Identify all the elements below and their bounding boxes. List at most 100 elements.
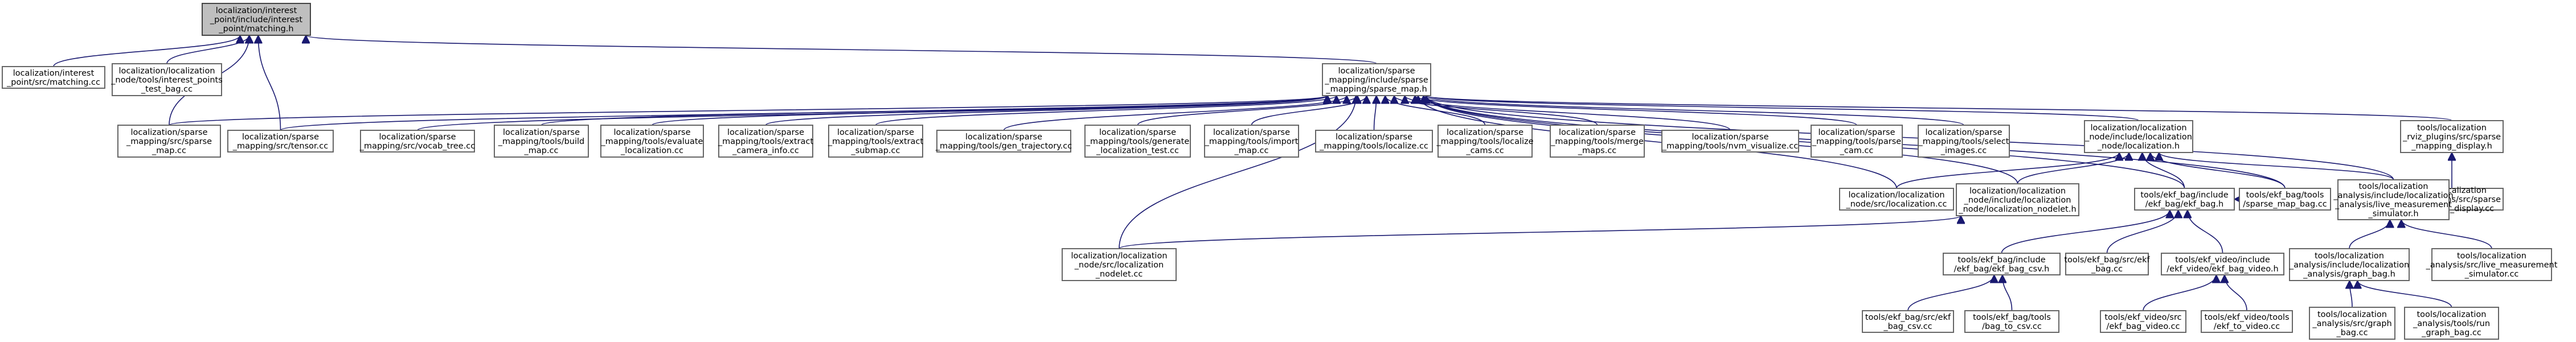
file-node-ln-nodelet-h[interactable]: localization/localization_node/include/l…	[1956, 183, 2079, 216]
file-node-ekf-bag-csv-h[interactable]: tools/ekf_bag/include/ekf_bag/ekf_bag_cs…	[1943, 253, 2061, 275]
node-label-line: localization/sparse	[503, 128, 580, 137]
file-node-sm-vocab-tree[interactable]: localization/sparse_mapping/src/vocab_tr…	[359, 130, 476, 153]
file-node-ekf-bag-video-cc[interactable]: tools/ekf_video/src/ekf_bag_video.cc	[2100, 310, 2186, 333]
node-label-line: localization/sparse	[1336, 133, 1412, 142]
node-label-line: /ekf_to_video.cc	[2214, 322, 2280, 331]
edge-line	[1374, 96, 1377, 131]
file-node-rviz-display-h[interactable]: tools/localization_rviz_plugins/src/spar…	[2400, 120, 2504, 153]
include-edge-ekf-bag-csv-h-to-ekf-bag-h	[2001, 209, 2170, 254]
include-edge-ln-localization-cc-to-sparse-map-h	[1418, 96, 1897, 189]
file-node-live-sim-h[interactable]: tools/localization_analysis/include/loca…	[2333, 179, 2454, 220]
file-node-sm-gen-traj[interactable]: localization/sparse_mapping/tools/gen_tr…	[935, 130, 1072, 153]
node-label-line: tools/ekf_bag/src/ekf	[1865, 313, 1951, 322]
edge-line	[2159, 152, 2394, 180]
node-box	[2084, 120, 2193, 153]
file-node-sm-localize-cams[interactable]: localization/sparse_mapping/tools/locali…	[1436, 125, 1534, 158]
node-label-line: _mapping/tools/gen_trajectory.cc	[935, 142, 1072, 151]
include-edge-sm-merge-maps-to-sparse-map-h	[1394, 95, 1598, 126]
include-edge-rviz-display-h-to-sparse-map-h	[1426, 95, 2452, 121]
file-node-sm-evaluate-loc[interactable]: localization/sparse_mapping/tools/evalua…	[600, 125, 704, 158]
file-node-live-sim-cc[interactable]: tools/localization_analysis/src/live_mea…	[2426, 248, 2558, 281]
file-node-sm-nvm-visualize[interactable]: localization/sparse_mapping/tools/nvm_vi…	[1661, 130, 1799, 153]
file-node-sm-merge-maps[interactable]: localization/sparse_mapping/tools/merge_…	[1550, 125, 1645, 158]
file-node-bag-to-csv[interactable]: tools/ekf_bag/tools/bag_to_csv.cc	[1964, 310, 2059, 333]
file-node-sm-gen-loc-test[interactable]: localization/sparse_mapping/tools/genera…	[1084, 125, 1191, 158]
edge-line	[1415, 95, 1857, 126]
file-node-root[interactable]: localization/interest_point/include/inte…	[202, 3, 311, 36]
file-node-ekf-bag-cc[interactable]: tools/ekf_bag/src/ekf_bag.cc	[2064, 253, 2151, 275]
file-node-ip-test-bag[interactable]: localization/localization_node/tools/int…	[110, 63, 223, 96]
file-node-ekf-video-h[interactable]: tools/ekf_video/include/ekf_video/ekf_ba…	[2161, 253, 2284, 275]
node-box	[360, 130, 475, 153]
file-node-sm-build-map[interactable]: localization/sparse_mapping/tools/build_…	[494, 125, 589, 158]
node-label-line: tools/ekf_bag/include	[1957, 256, 2045, 265]
file-node-sm-extract-submap[interactable]: localization/sparse_mapping/tools/extrac…	[828, 125, 924, 158]
edge-line	[1137, 95, 1358, 126]
node-box	[600, 125, 704, 158]
edge-line	[1251, 95, 1367, 126]
node-label-line: tools/ekf_bag/tools	[1973, 313, 2051, 322]
node-label-line: _analysis/live_measurement	[2335, 200, 2452, 209]
edge-line	[2225, 275, 2247, 311]
file-node-ln-nodelet-cc[interactable]: localization/localization_node/src/local…	[1062, 248, 1177, 281]
file-node-sm-import-map[interactable]: localization/sparse_mapping/tools/import…	[1204, 125, 1299, 158]
edge-line	[2001, 209, 2170, 254]
file-node-sm-sparse-map-cc[interactable]: localization/sparse_mapping/src/sparse_m…	[117, 125, 221, 158]
node-label-line: localization/sparse	[130, 128, 207, 137]
file-node-ekf-bag-csv-cc[interactable]: tools/ekf_bag/src/ekf_bag_csv.cc	[1862, 310, 1954, 333]
node-box	[2337, 179, 2450, 220]
node-box	[1204, 125, 1299, 158]
file-node-sm-tensor[interactable]: localization/sparse_mapping/src/tensor.c…	[227, 130, 334, 153]
file-node-graph-bag-h[interactable]: tools/localization_analysis/include/loca…	[2289, 248, 2410, 281]
file-node-sm-select-images[interactable]: localization/sparse_mapping/tools/select…	[1918, 125, 2010, 158]
file-node-sm-parse-cam[interactable]: localization/sparse_mapping/tools/parse_…	[1811, 125, 1903, 158]
node-label-line: tools/ekf_bag/tools	[2246, 191, 2324, 200]
file-node-sparse-map-bag[interactable]: tools/ekf_bag/tools/sparse_map_bag.cc	[2239, 188, 2331, 211]
node-box	[718, 125, 813, 158]
node-label-line: localization/sparse	[1447, 128, 1524, 137]
node-box	[2431, 248, 2552, 281]
node-label-line: localization/sparse	[727, 128, 804, 137]
edge-line	[2357, 280, 2452, 308]
node-label-line: localization/localization	[1969, 187, 2066, 196]
node-label-line: /sparse_map_bag.cc	[2243, 200, 2327, 209]
edge-line	[1907, 274, 1994, 311]
edge-line	[1003, 95, 1347, 131]
file-node-graph-bag-cc[interactable]: tools/localization_analysis/src/graph_ba…	[2309, 307, 2395, 340]
node-label-line: _analysis/include/localization	[2333, 191, 2453, 200]
file-node-ekf-to-video[interactable]: tools/ekf_video/tools/ekf_to_video.cc	[2201, 310, 2293, 333]
file-node-run-graph-bag[interactable]: tools/localization_analysis/tools/run_gr…	[2404, 307, 2499, 340]
file-node-ln-localization-cc[interactable]: localization/localization_node/src/local…	[1839, 188, 1954, 211]
include-edge-ekf-bag-cc-to-ekf-bag-h	[2106, 209, 2178, 254]
edge-line	[2188, 210, 2223, 254]
node-label-line: localization/sparse	[1559, 128, 1636, 137]
file-node-ip-matching[interactable]: localization/interest_point/src/matching…	[2, 66, 105, 89]
edge-line	[1394, 95, 1598, 126]
node-label-line: _analysis/tools/run	[2413, 319, 2490, 328]
include-edge-bag-to-csv-to-ekf-bag-csv-h	[2002, 275, 2013, 311]
node-label-line: _cams.cc	[1465, 146, 1504, 155]
node-label-line: localization/sparse	[1925, 128, 2002, 137]
edge-line	[1426, 95, 2139, 121]
include-edge-graph-bag-cc-to-graph-bag-h	[2349, 281, 2352, 308]
node-label-line: _bag_csv.cc	[1883, 322, 1932, 331]
node-label-line: _bag.cc	[2091, 265, 2123, 274]
node-label-line: _point/include/interest	[210, 15, 302, 24]
include-edge-sm-localize-cams-to-sparse-map-h	[1385, 95, 1486, 126]
node-label-line: _mapping/src/vocab_tree.cc	[359, 142, 476, 151]
node-label-line: _analysis/src/live_measurement	[2426, 261, 2558, 270]
node-label-line: tools/localization	[2417, 310, 2487, 319]
include-edge-sm-import-map-to-sparse-map-h	[1251, 95, 1367, 126]
node-label-line: _analysis/graph_bag.h	[2303, 270, 2395, 279]
include-edge-sm-gen-loc-test-to-sparse-map-h	[1137, 95, 1358, 126]
include-edge-ln-nodelet-h-to-ln-localization-h	[2017, 152, 2129, 184]
file-node-sparse-map-h[interactable]: localization/sparse_mapping/include/spar…	[1322, 63, 1431, 96]
file-node-sm-extract-cam[interactable]: localization/sparse_mapping/tools/extrac…	[718, 125, 814, 158]
file-node-ln-localization-h[interactable]: localization/localization_node/include/l…	[2084, 120, 2193, 153]
edge-line	[1119, 96, 1356, 249]
include-edge-ln-localization-h-to-sparse-map-h	[1426, 95, 2139, 121]
node-label-line: _node/src/localization	[1074, 261, 1164, 270]
file-node-ekf-bag-h[interactable]: tools/ekf_bag/include/ekf_bag/ekf_bag.h	[2134, 188, 2235, 211]
node-label-line: /bag_to_csv.cc	[1982, 322, 2042, 331]
file-node-sm-localize[interactable]: localization/sparse_mapping/tools/locali…	[1315, 130, 1433, 153]
